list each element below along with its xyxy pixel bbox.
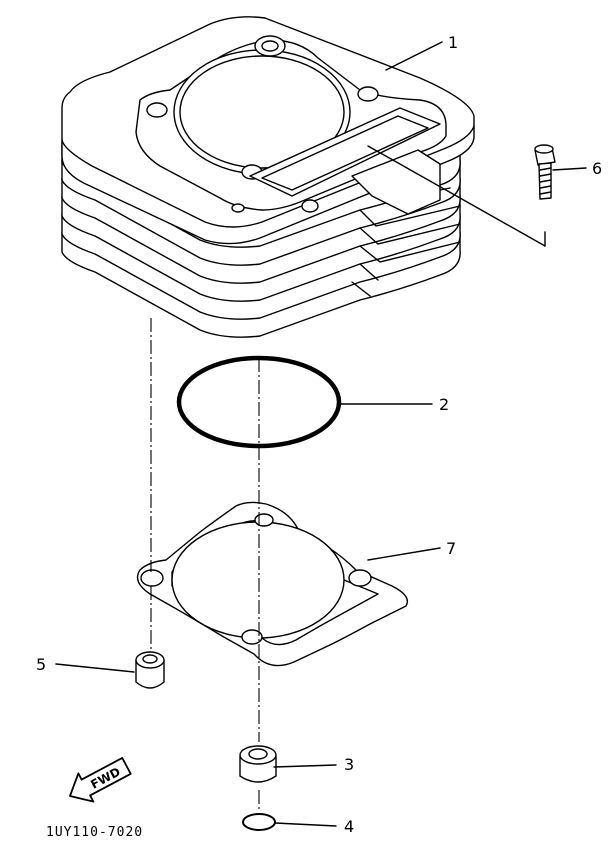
leader-lines (55, 41, 587, 827)
diagram-code: 1UY110-7020 (46, 825, 143, 840)
callout-3: 3 (344, 755, 354, 774)
callout-6: 6 (592, 159, 602, 178)
dowel-pin-left (135, 651, 165, 689)
o-ring-small (242, 813, 276, 831)
fwd-arrow-icon: FWD (69, 757, 132, 803)
bolt-part (534, 144, 556, 200)
callout-1: 1 (448, 33, 458, 52)
dowel-pin-right (239, 745, 277, 783)
cylinder-part (61, 16, 475, 338)
assembly-center-lines (150, 145, 546, 812)
callout-2: 2 (439, 395, 449, 414)
callout-5: 5 (36, 655, 46, 674)
callout-7: 7 (446, 539, 456, 558)
base-gasket-part (136, 501, 409, 667)
callout-4: 4 (344, 817, 354, 836)
